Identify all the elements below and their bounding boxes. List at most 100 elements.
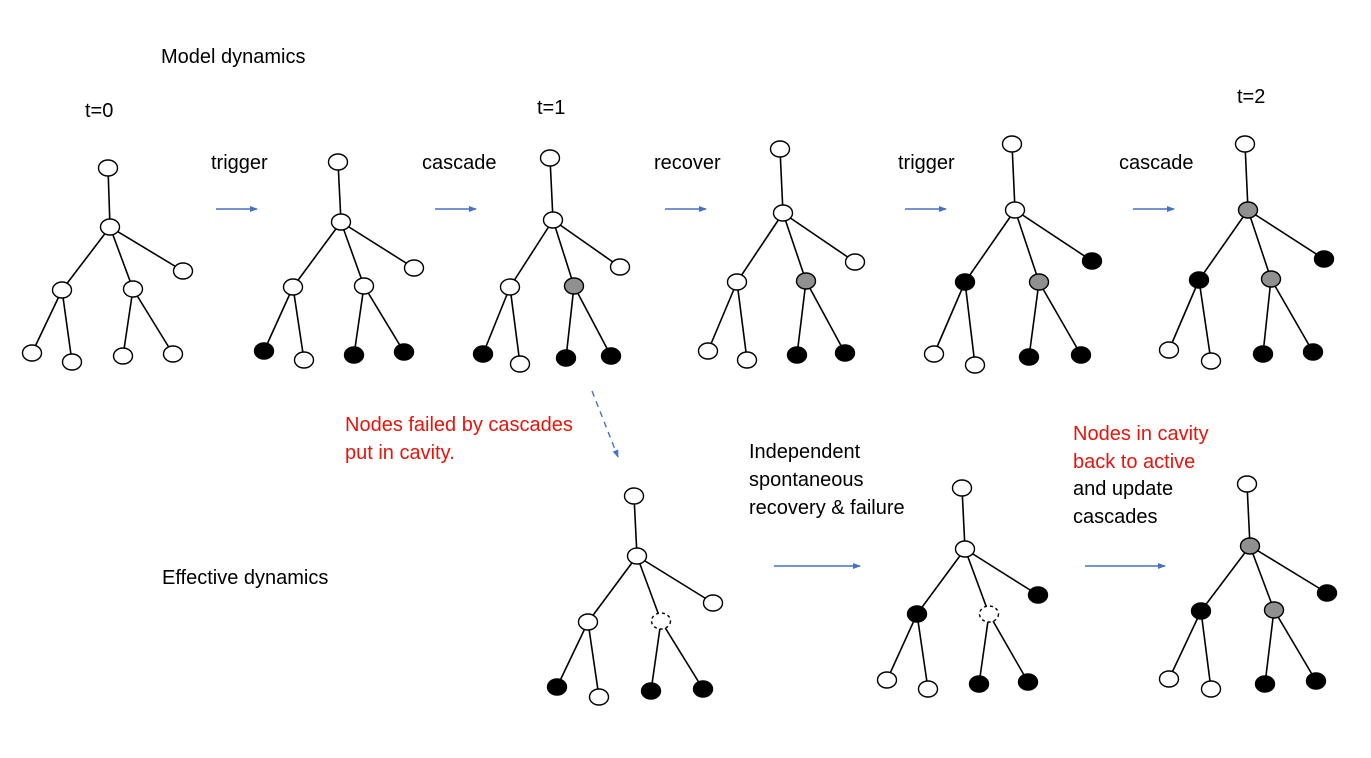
tree-8-edge-3: [964, 548, 990, 615]
tree-5-node-5-failed: [1081, 252, 1103, 270]
tree-6-edge-8: [1270, 278, 1314, 353]
tree-9-edge-3: [1249, 545, 1275, 611]
tree-9-edge-2: [1200, 545, 1251, 612]
back-note-line-4: cascades: [1073, 506, 1158, 528]
tree-6-node-9-failed: [1302, 343, 1324, 361]
tree-1-node-8-active: [112, 347, 134, 365]
tree-4-node-1-active: [769, 140, 791, 158]
tree-9-node-4-cascade: [1263, 601, 1285, 619]
tree-3-node-7-active: [509, 355, 531, 373]
tree-6-node-7-active: [1200, 352, 1222, 370]
tree-8-node-4-cavity: [978, 605, 1000, 623]
tree-4-edge-4: [782, 212, 856, 263]
back-note-line-2: back to active: [1073, 451, 1196, 473]
tree-1: [21, 159, 194, 371]
independent-note-line-2: spontaneous: [749, 469, 864, 491]
tree-8-node-2-active: [954, 540, 976, 558]
tree-4-node-6-active: [697, 342, 719, 360]
tree-6-node-4-cascade: [1260, 270, 1282, 288]
tree-9: [1158, 475, 1338, 698]
tree-5-node-4-cascade: [1028, 273, 1050, 291]
tree-9-edge-1: [1246, 483, 1251, 547]
tree-9-edge-8: [1273, 609, 1317, 682]
tree-4-node-2-active: [772, 204, 794, 222]
cavity-note-line-2: put in cavity.: [345, 442, 455, 464]
tree-1-edge-3: [109, 226, 134, 290]
tree-2: [253, 153, 425, 369]
tree-4-edge-7: [796, 280, 807, 356]
tree-1-node-1-active: [97, 159, 119, 177]
model-dynamics-title: Model dynamics: [161, 46, 306, 68]
arrow-dashed-to-cavity: [591, 390, 619, 458]
tree-9-edge-6: [1200, 610, 1212, 690]
tree-3-edge-8: [573, 285, 612, 357]
tree-8-edge-6: [916, 613, 929, 690]
tree-9-node-7-active: [1200, 680, 1222, 698]
tree-3-node-9-failed: [600, 347, 622, 365]
time-label-t0: t=0: [85, 100, 114, 122]
tree-1-edge-7: [122, 288, 134, 357]
tree-4-edge-8: [805, 280, 846, 354]
tree-7-node-3-active: [577, 613, 599, 631]
tree-8-node-3-failed: [906, 605, 928, 623]
tree-8-node-9-failed: [1017, 673, 1039, 691]
tree-1-edge-8: [132, 288, 174, 355]
tree-3-node-8-failed: [555, 349, 577, 367]
step-label-cascade-1: cascade: [422, 152, 497, 174]
tree-7-edge-8: [660, 620, 704, 690]
tree-2-edge-4: [340, 221, 415, 269]
tree-3-edge-2: [509, 219, 554, 288]
tree-8-node-1-active: [951, 479, 973, 497]
tree-8-edge-4: [964, 548, 1039, 596]
back-note-line-1: Nodes in cavity: [1073, 423, 1209, 445]
tree-7-node-5-active: [702, 594, 724, 612]
tree-6-edge-7: [1262, 278, 1272, 355]
tree-8-node-8-failed: [968, 675, 990, 693]
tree-3-node-3-active: [499, 278, 521, 296]
tree-4-node-9-failed: [834, 344, 856, 362]
tree-2-node-7-active: [293, 351, 315, 369]
tree-3-node-1-active: [539, 149, 561, 167]
tree-7-node-4-cavity: [650, 612, 672, 630]
tree-5-node-1-active: [1001, 135, 1023, 153]
tree-3-edge-1: [549, 157, 554, 221]
tree-3-edge-4: [552, 219, 621, 268]
tree-6-edge-1: [1244, 143, 1249, 211]
independent-note-line-1: Independent: [749, 441, 861, 463]
tree-8-edge-8: [988, 613, 1029, 683]
tree-4-node-8-failed: [786, 346, 808, 364]
tree-1-node-4-active: [122, 280, 144, 298]
independent-note-line-3: recovery & failure: [749, 497, 905, 519]
tree-9-node-8-failed: [1254, 675, 1276, 693]
tree-3: [472, 149, 631, 373]
tree-4-edge-6: [736, 281, 748, 361]
tree-5-edge-3: [1014, 209, 1040, 283]
tree-2-edge-7: [353, 285, 365, 356]
tree-5-edge-8: [1038, 281, 1082, 356]
tree-1-node-2-active: [99, 218, 121, 236]
tree-5: [923, 135, 1103, 374]
tree-1-node-3-active: [51, 281, 73, 299]
tree-2-node-4-active: [353, 277, 375, 295]
tree-4-node-7-active: [736, 351, 758, 369]
tree-7-edge-7: [650, 620, 662, 692]
tree-3-node-6-failed: [472, 345, 494, 363]
tree-6-edge-2: [1198, 209, 1249, 281]
tree-7-edge-4: [636, 555, 714, 604]
tree-7-node-2-active: [626, 547, 648, 565]
tree-7-node-8-failed: [640, 682, 662, 700]
tree-2-edge-8: [363, 285, 405, 353]
tree-2-node-2-active: [330, 213, 352, 231]
tree-3-edge-7: [565, 285, 575, 359]
tree-3-node-5-active: [609, 258, 631, 276]
tree-4: [697, 140, 866, 369]
tree-4-edge-2: [736, 212, 784, 283]
tree-4-edge-5: [707, 281, 738, 352]
tree-5-node-9-failed: [1070, 346, 1092, 364]
tree-9-node-3-failed: [1190, 602, 1212, 620]
tree-9-node-2-cascade: [1239, 537, 1261, 555]
tree-5-node-8-failed: [1018, 348, 1040, 366]
tree-6-edge-5: [1168, 279, 1200, 351]
tree-1-node-5-active: [172, 262, 194, 280]
